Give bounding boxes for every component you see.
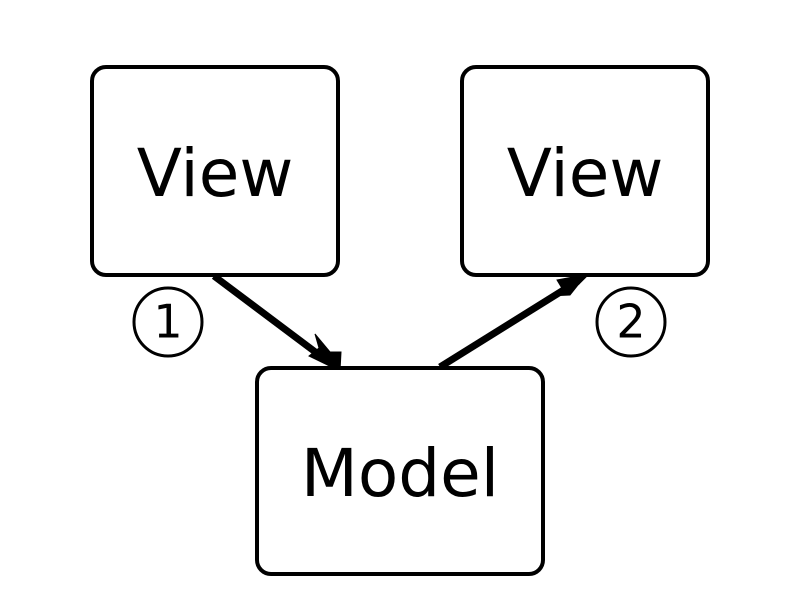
edge-2-arrowhead [548,273,591,297]
view-left-label: View [137,135,294,212]
node-view-left[interactable]: View [90,65,340,277]
model-box[interactable] [255,366,545,576]
edge-1-line [211,273,333,366]
edge-1-arrowhead [308,333,342,372]
badge-1-circle[interactable] [132,286,204,358]
node-model[interactable]: Model [255,366,545,576]
model-label: Model [301,435,499,512]
edge-model-to-view-right [438,273,591,370]
edge-view-left-to-model [211,273,342,372]
badge-2-circle[interactable] [595,286,667,358]
node-view-right[interactable]: View [460,65,710,277]
badge-1-label: 1 [153,295,182,349]
badge-2-label: 2 [616,295,645,349]
view-left-box[interactable] [90,65,340,277]
view-right-box[interactable] [460,65,710,277]
view-right-label: View [507,135,664,212]
step-badge-2[interactable]: 2 [595,286,667,358]
step-badge-1[interactable]: 1 [132,286,204,358]
